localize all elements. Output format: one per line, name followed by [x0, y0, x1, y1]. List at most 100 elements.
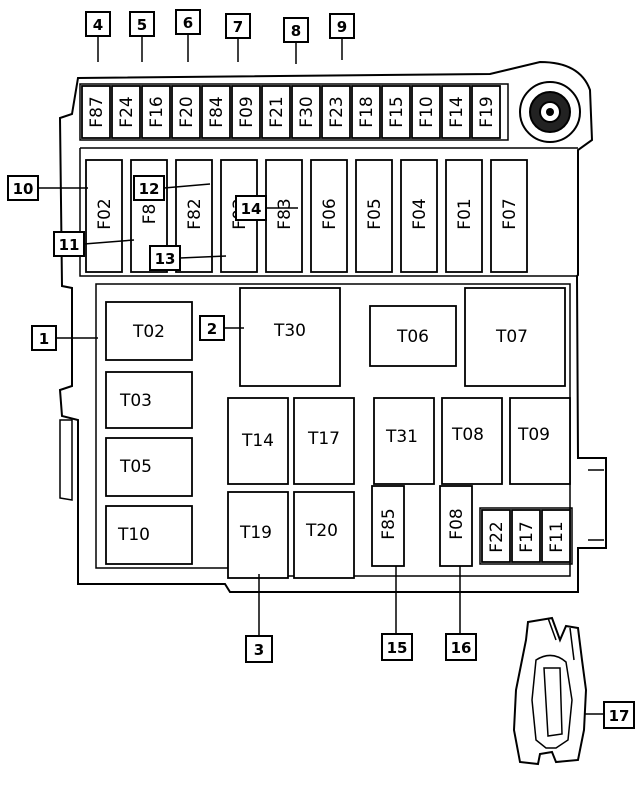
- callouts: 4 5 6 7 8 9 10 11 12 13 1: [7, 9, 635, 729]
- callout-13-leader: [179, 255, 227, 259]
- fuse-F82-label: F82: [185, 198, 205, 229]
- fuse-F17[interactable]: [511, 509, 541, 563]
- fuse-F11[interactable]: [541, 509, 571, 563]
- fuse-F08[interactable]: [439, 485, 473, 567]
- fuse-F16[interactable]: [141, 85, 171, 139]
- fuse-F22[interactable]: [481, 509, 511, 563]
- relay-T06-label: T06: [396, 327, 429, 347]
- relay-T31-label: T31: [385, 427, 418, 447]
- callout-10-number: 10: [13, 180, 34, 198]
- relay-T07[interactable]: [464, 287, 566, 387]
- relay-T31[interactable]: [373, 397, 435, 485]
- relay-T17-label: T17: [307, 429, 340, 449]
- fuse-F07[interactable]: [490, 159, 528, 273]
- callout-12: [133, 175, 165, 201]
- relay-T05[interactable]: [105, 437, 193, 497]
- fuse-F30[interactable]: [291, 85, 321, 139]
- fuse-F06[interactable]: [310, 159, 348, 273]
- relay-T08[interactable]: [441, 397, 503, 485]
- fuse-F84-label: F84: [207, 96, 227, 127]
- callout-3-number: 3: [254, 641, 264, 659]
- relay-T30-label: T30: [273, 321, 306, 341]
- fuse-F19[interactable]: [471, 85, 501, 139]
- callout-14-number: 14: [241, 200, 262, 218]
- callout-2-number: 2: [207, 320, 217, 338]
- fuse-puller-clip-icon: [512, 616, 588, 766]
- relay-T19[interactable]: [227, 491, 289, 579]
- relay-T19-label: T19: [239, 523, 272, 543]
- fuse-F07-label: F07: [500, 198, 520, 229]
- callout-11-number: 11: [59, 236, 80, 254]
- fuse-F24[interactable]: [111, 85, 141, 139]
- fuse-F23[interactable]: [321, 85, 351, 139]
- relay-T03[interactable]: [105, 371, 193, 429]
- callout-11-leader: [83, 239, 135, 245]
- relay-T20-label: T20: [305, 521, 338, 541]
- fuse-F84[interactable]: [201, 85, 231, 139]
- fuse-F8-label: F8: [140, 204, 160, 225]
- fuse-F20[interactable]: [171, 85, 201, 139]
- fuse-F09[interactable]: [231, 85, 261, 139]
- fuse-F87-label: F87: [87, 96, 107, 127]
- fuse-F87[interactable]: [81, 85, 111, 139]
- relay-T06[interactable]: [369, 305, 457, 367]
- fuse-F15-label: F15: [387, 96, 407, 127]
- relay-T10[interactable]: [105, 505, 193, 565]
- callout-17: [603, 701, 635, 729]
- relay-T17[interactable]: [293, 397, 355, 485]
- callout-4: [85, 11, 111, 37]
- callout-5: [129, 11, 155, 37]
- relay-T05-label: T05: [119, 457, 152, 477]
- fuse-F01[interactable]: [445, 159, 483, 273]
- fuse-F05[interactable]: [355, 159, 393, 273]
- relay-T30[interactable]: [239, 287, 341, 387]
- fuse-F10-label: F10: [417, 96, 437, 127]
- callout-16-number: 16: [451, 639, 472, 657]
- callout-11: [53, 231, 85, 257]
- fuse-F82[interactable]: [175, 159, 213, 273]
- relay-T14[interactable]: [227, 397, 289, 485]
- callout-13-number: 13: [155, 250, 176, 268]
- relay-T02[interactable]: [105, 301, 193, 361]
- relay-T09[interactable]: [509, 397, 571, 485]
- fuse-F14[interactable]: [441, 85, 471, 139]
- callout-16: [445, 633, 477, 661]
- relay-T09-label: T09: [517, 425, 550, 445]
- fuse-F02[interactable]: [85, 159, 123, 273]
- fuse-F83[interactable]: [265, 159, 303, 273]
- fuse-F19-label: F19: [477, 96, 497, 127]
- callout-6-number: 6: [183, 14, 193, 32]
- fuse-F23-label: F23: [327, 96, 347, 127]
- callout-15: [381, 633, 413, 661]
- fuse-F01-label: F01: [455, 198, 475, 229]
- callout-2: [199, 315, 225, 341]
- callout-4-number: 4: [93, 16, 103, 34]
- callout-7: [225, 13, 251, 39]
- top-fuse-row-frame: [79, 83, 509, 141]
- fuse-F85-label: F85: [379, 508, 399, 539]
- callout-7-number: 7: [233, 18, 243, 36]
- callout-8: [283, 17, 309, 43]
- fuse-F02-label: F02: [95, 198, 115, 229]
- relay-T08-label: T08: [451, 425, 484, 445]
- callout-15-number: 15: [387, 639, 408, 657]
- fuse-F11-label: F11: [547, 521, 567, 552]
- fuse-F83-label: F83: [275, 198, 295, 229]
- fuse-F10[interactable]: [411, 85, 441, 139]
- relay-T20[interactable]: [293, 491, 355, 579]
- relay-T10-label: T10: [117, 525, 150, 545]
- callout-17-number: 17: [609, 707, 630, 725]
- fuse-F04[interactable]: [400, 159, 438, 273]
- callout-1: [31, 325, 57, 351]
- relay-T02-label: T02: [132, 322, 165, 342]
- fuse-F21[interactable]: [261, 85, 291, 139]
- fuse-F24-label: F24: [117, 96, 137, 127]
- fuse-F08-label: F08: [447, 508, 467, 539]
- fuse-F85[interactable]: [371, 485, 405, 567]
- callout-1-number: 1: [39, 330, 49, 348]
- fuse-F18[interactable]: [351, 85, 381, 139]
- fuse-F20-label: F20: [177, 96, 197, 127]
- fuse-F15[interactable]: [381, 85, 411, 139]
- fuse-F05-label: F05: [365, 198, 385, 229]
